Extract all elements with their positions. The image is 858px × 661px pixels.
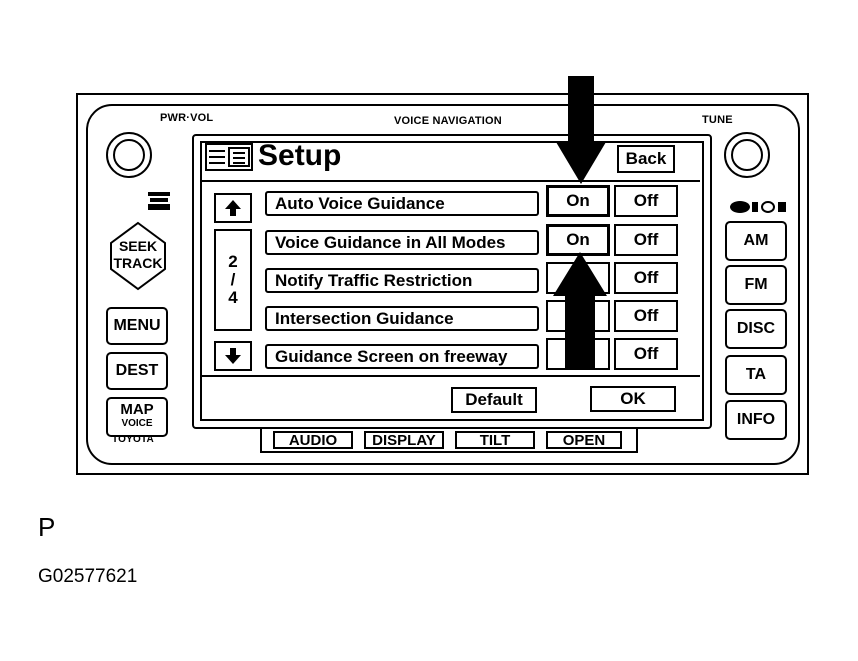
row-label-guidance-screen-freeway: Guidance Screen on freeway — [265, 344, 539, 369]
title-divider — [200, 180, 700, 182]
page-total: 4 — [228, 288, 238, 307]
row-label-intersection-guidance: Intersection Guidance — [265, 306, 539, 331]
row-label-notify-traffic-restriction: Notify Traffic Restriction — [265, 268, 539, 293]
voice-icon — [148, 192, 170, 210]
tune-knob[interactable] — [724, 132, 770, 178]
voice-guidance-all-modes-off-button[interactable]: Off — [614, 224, 678, 256]
guidance-screen-freeway-off-button[interactable]: Off — [614, 338, 678, 370]
ok-button[interactable]: OK — [590, 386, 676, 412]
figure-id: G02577621 — [38, 566, 138, 587]
row-label-voice-guidance-all-modes: Voice Guidance in All Modes — [265, 230, 539, 255]
scroll-down-button[interactable] — [214, 341, 252, 371]
voice-guidance-all-modes-on-button[interactable]: On — [546, 224, 610, 256]
audio-key[interactable]: AUDIO — [273, 431, 353, 449]
arrow-up-annotation — [553, 252, 607, 368]
pwr-vol-label: PWR·VOL — [160, 112, 214, 124]
cd-icon — [730, 201, 786, 213]
list-divider — [200, 375, 700, 377]
back-button[interactable]: Back — [617, 145, 675, 173]
row-label-auto-voice-guidance: Auto Voice Guidance — [265, 191, 539, 216]
intersection-guidance-off-button[interactable]: Off — [614, 300, 678, 332]
map-label: MAP — [120, 401, 154, 418]
down-arrow-icon — [225, 348, 241, 364]
am-button[interactable]: AM — [725, 221, 787, 261]
page-indicator: 2 / 4 — [214, 229, 252, 331]
map-voice-button[interactable]: MAP VOICE — [106, 397, 168, 437]
arrow-down-annotation — [556, 76, 606, 184]
brand-label: TOYOTA — [112, 434, 154, 445]
page-title: Setup — [258, 139, 342, 172]
page-current: 2 — [228, 252, 238, 271]
up-arrow-icon — [225, 200, 241, 216]
default-button[interactable]: Default — [451, 387, 537, 413]
knob-left-inner — [113, 139, 145, 171]
track-label: TRACK — [113, 255, 163, 271]
scroll-up-button[interactable] — [214, 193, 252, 223]
page-separator: / — [230, 270, 236, 289]
power-volume-knob[interactable] — [106, 132, 152, 178]
seek-track-button[interactable]: SEEK TRACK — [107, 221, 169, 291]
caption-letter: P — [38, 512, 56, 542]
hard-key-bar — [260, 427, 638, 453]
tilt-key[interactable]: TILT — [455, 431, 535, 449]
ta-button[interactable]: TA — [725, 355, 787, 395]
auto-voice-guidance-on-button[interactable]: On — [546, 185, 610, 217]
dest-button[interactable]: DEST — [106, 352, 168, 390]
seek-label: SEEK — [118, 238, 158, 254]
seek-track-shape — [110, 221, 166, 291]
knob-right-inner — [731, 139, 763, 171]
menu-button[interactable]: MENU — [106, 307, 168, 345]
auto-voice-guidance-off-button[interactable]: Off — [614, 185, 678, 217]
voice-navigation-label: VOICE NAVIGATION — [394, 115, 502, 127]
info-button[interactable]: INFO — [725, 400, 787, 440]
open-key[interactable]: OPEN — [546, 431, 622, 449]
display-key[interactable]: DISPLAY — [364, 431, 444, 449]
disc-button[interactable]: DISC — [725, 309, 787, 349]
tune-label: TUNE — [702, 114, 733, 126]
voice-label: VOICE — [121, 418, 153, 429]
fm-button[interactable]: FM — [725, 265, 787, 305]
notify-traffic-restriction-off-button[interactable]: Off — [614, 262, 678, 294]
list-icon — [205, 143, 253, 171]
